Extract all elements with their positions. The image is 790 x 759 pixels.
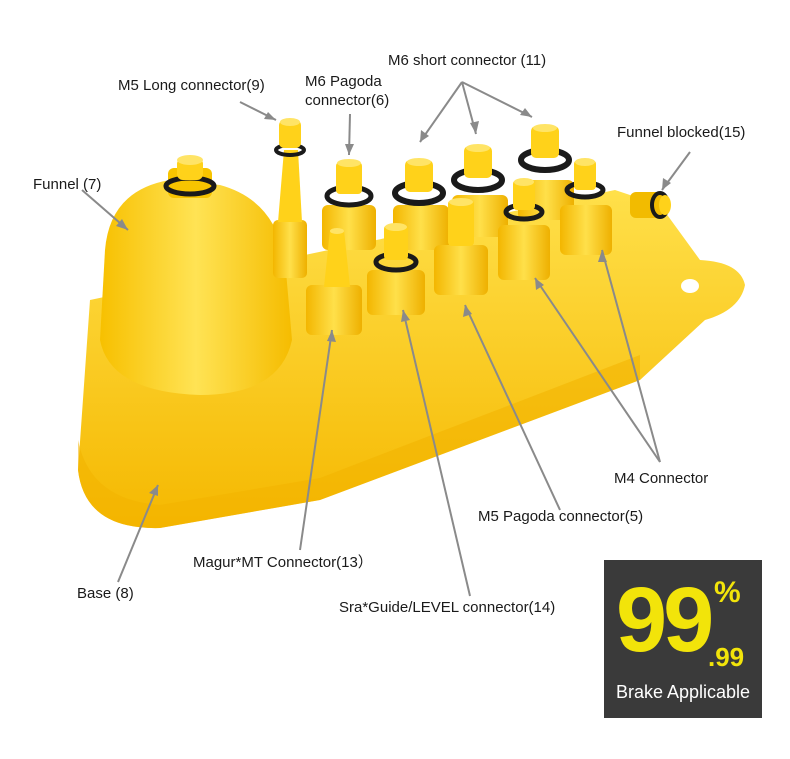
- sra-guide-connector: [367, 223, 425, 315]
- label-m6-pagoda-line1: M6 Pagoda: [305, 73, 382, 90]
- magur-mt-connector: [306, 228, 362, 335]
- label-sra-guide-connector: Sra*Guide/LEVEL connector(14): [339, 599, 556, 616]
- badge-percent: %: [714, 576, 741, 609]
- label-m6-pagoda-line2: connector(6): [305, 92, 390, 109]
- label-m5-pagoda-connector: M5 Pagoda connector(5): [478, 508, 644, 525]
- label-m4-connector: M4 Connector: [614, 470, 709, 487]
- label-funnel-blocked: Funnel blocked(15): [617, 124, 746, 141]
- compatibility-badge: 99 % .99 Brake Applicable: [604, 560, 762, 718]
- m4-connector-2: [560, 158, 612, 255]
- label-m5-long-connector: M5 Long connector(9): [118, 77, 265, 94]
- badge-decimal: .99: [708, 642, 745, 672]
- m5-pagoda-connector: [434, 198, 488, 295]
- badge-caption: Brake Applicable: [615, 682, 751, 702]
- label-base: Base (8): [77, 585, 134, 602]
- label-funnel: Funnel (7): [33, 176, 102, 193]
- label-magur-mt-connector: Magur*MT Connector(13）: [193, 554, 373, 571]
- funnel-blocked-plug: [630, 191, 671, 219]
- label-m6-short-connector: M6 short connector (11): [388, 52, 547, 69]
- hang-hole: [681, 279, 699, 293]
- m5-long-connector: [273, 118, 307, 278]
- pointer-arrowheads: [116, 108, 671, 496]
- m4-connector-1: [498, 178, 550, 280]
- badge-big-number: 99: [616, 569, 714, 671]
- funnel: [100, 155, 292, 395]
